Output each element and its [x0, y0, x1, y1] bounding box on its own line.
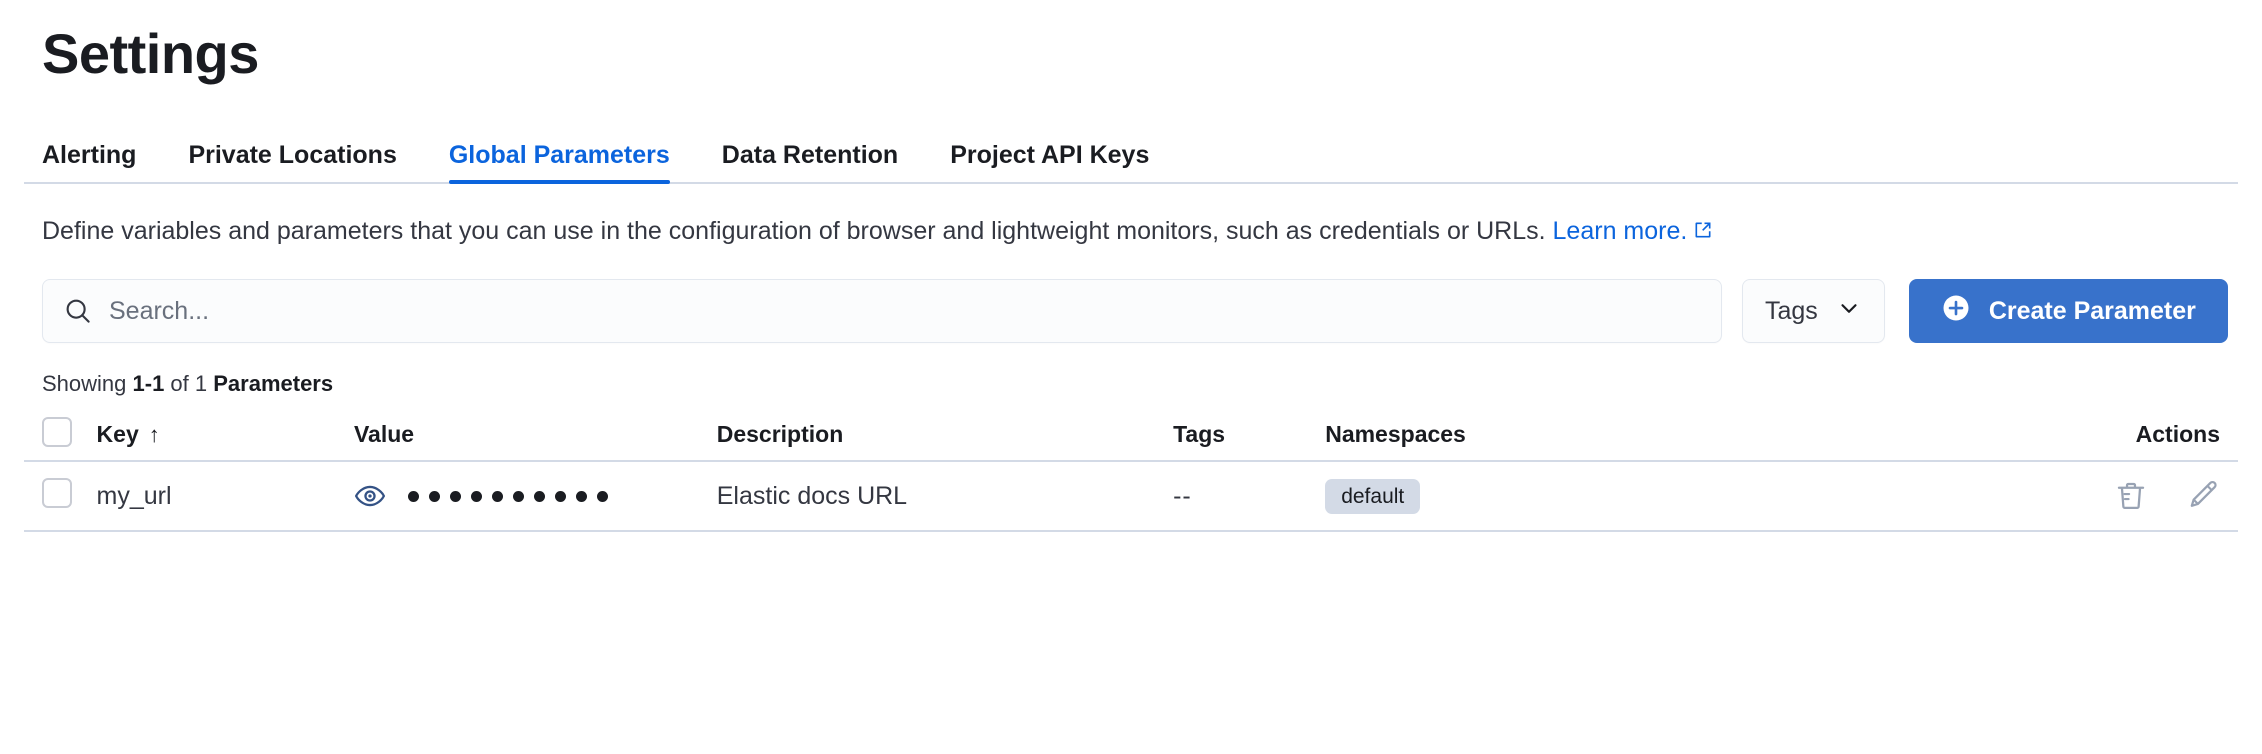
row-namespaces-cell: default — [1325, 461, 1887, 532]
tab-private-locations[interactable]: Private Locations — [188, 141, 397, 169]
eye-icon[interactable] — [354, 480, 386, 512]
results-prefix: Showing — [42, 371, 133, 396]
parameters-table: Key ↑ Value Description Tags Namespaces A… — [24, 409, 2238, 532]
trash-icon[interactable] — [2114, 479, 2148, 513]
description-body: Define variables and parameters that you… — [42, 217, 1546, 245]
tab-project-api-keys[interactable]: Project API Keys — [950, 141, 1150, 169]
learn-more-label: Learn more. — [1552, 217, 1688, 245]
column-header-description: Description — [716, 409, 1174, 462]
pencil-icon[interactable] — [2186, 479, 2220, 513]
controls-row: Tags Create Parameter — [24, 279, 2238, 343]
column-header-actions: Actions — [1886, 409, 2238, 462]
external-link-icon — [1693, 215, 1713, 249]
create-parameter-label: Create Parameter — [1988, 296, 2196, 325]
learn-more-link[interactable]: Learn more. — [1553, 217, 1688, 245]
column-header-value: Value — [353, 409, 717, 462]
page-title: Settings — [42, 22, 259, 85]
table-row: my_url — [24, 461, 2238, 532]
row-actions-cell — [1886, 461, 2238, 532]
column-header-namespaces: Namespaces — [1325, 409, 1887, 462]
plus-circle-icon — [1941, 293, 1971, 330]
create-parameter-button[interactable]: Create Parameter — [1908, 279, 2228, 343]
row-checkbox[interactable] — [42, 477, 72, 508]
search-input[interactable] — [109, 280, 1701, 342]
description-text: Define variables and parameters that you… — [24, 214, 2194, 249]
tab-alerting[interactable]: Alerting — [42, 141, 137, 169]
results-count: Showing 1-1 of 1 Parameters — [24, 371, 2238, 397]
chevron-down-icon — [1836, 295, 1862, 328]
masked-value — [407, 490, 608, 502]
row-description-cell: Elastic docs URL — [716, 461, 1174, 532]
settings-tabs: Alerting Private Locations Global Parame… — [24, 126, 2238, 184]
column-header-key-label: Key — [96, 421, 139, 447]
row-select-cell — [24, 461, 97, 532]
results-entity: Parameters — [213, 371, 334, 396]
results-range: 1-1 — [132, 371, 165, 396]
row-tags-cell: -- — [1173, 461, 1326, 532]
results-middle: of 1 — [164, 371, 214, 396]
row-key-cell: my_url — [96, 461, 354, 532]
tab-global-parameters[interactable]: Global Parameters — [448, 143, 670, 184]
select-all-checkbox[interactable] — [42, 416, 72, 447]
sort-asc-icon: ↑ — [148, 422, 160, 447]
search-field[interactable] — [42, 279, 1722, 343]
namespace-badge: default — [1325, 478, 1421, 514]
tags-filter-button[interactable]: Tags — [1742, 279, 1885, 343]
tags-filter-label: Tags — [1765, 296, 1818, 325]
tab-data-retention[interactable]: Data Retention — [721, 141, 899, 169]
column-header-tags: Tags — [1173, 409, 1326, 462]
column-header-key[interactable]: Key ↑ — [96, 409, 354, 462]
row-value-cell — [353, 461, 717, 532]
table-header-row: Key ↑ Value Description Tags Namespaces A… — [24, 409, 2238, 462]
select-all-header — [24, 409, 97, 462]
search-icon — [63, 296, 93, 326]
